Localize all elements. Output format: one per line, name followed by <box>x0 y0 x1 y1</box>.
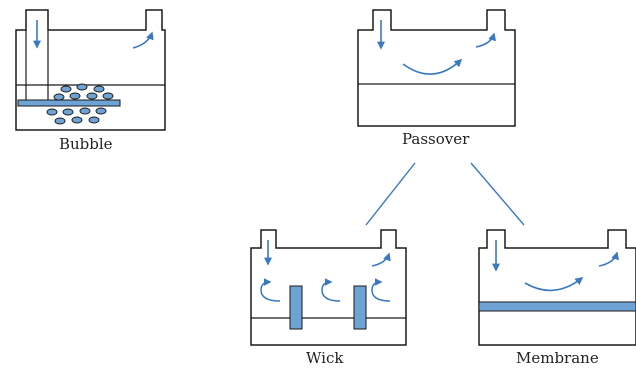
membrane-humidifier <box>478 229 636 346</box>
wick-swirl-1 <box>260 278 281 302</box>
bubble-humidifier <box>15 9 166 131</box>
membrane-outlet-arrow <box>598 251 619 267</box>
passover-humidifier <box>357 9 516 127</box>
membrane-chamber-outline <box>478 229 636 346</box>
wick-label: Wick <box>306 349 344 367</box>
passover-flow-arrow <box>402 58 463 75</box>
bubble-outlet-arrow <box>132 31 154 49</box>
connector-to-wick <box>365 162 416 226</box>
bubble-chamber-outline <box>15 9 166 131</box>
bubbles <box>46 83 114 125</box>
membrane-layer <box>478 301 636 312</box>
bubble-diffuser <box>17 99 121 107</box>
passover-chamber-outline <box>357 9 516 127</box>
wick-outlet-arrow <box>371 252 391 267</box>
wick-strip-right <box>353 285 367 330</box>
bubble-label: Bubble <box>59 135 113 153</box>
wick-chamber-outline <box>250 229 407 346</box>
membrane-label: Membrane <box>516 349 599 367</box>
wick-humidifier <box>250 229 407 346</box>
connector-to-membrane <box>470 162 525 226</box>
passover-label: Passover <box>402 130 470 148</box>
passover-outlet-arrow <box>475 32 496 48</box>
wick-swirl-3 <box>371 278 391 302</box>
wick-swirl-2 <box>321 278 341 302</box>
membrane-flow-arrow <box>524 277 584 292</box>
wick-strip-left <box>289 285 303 330</box>
